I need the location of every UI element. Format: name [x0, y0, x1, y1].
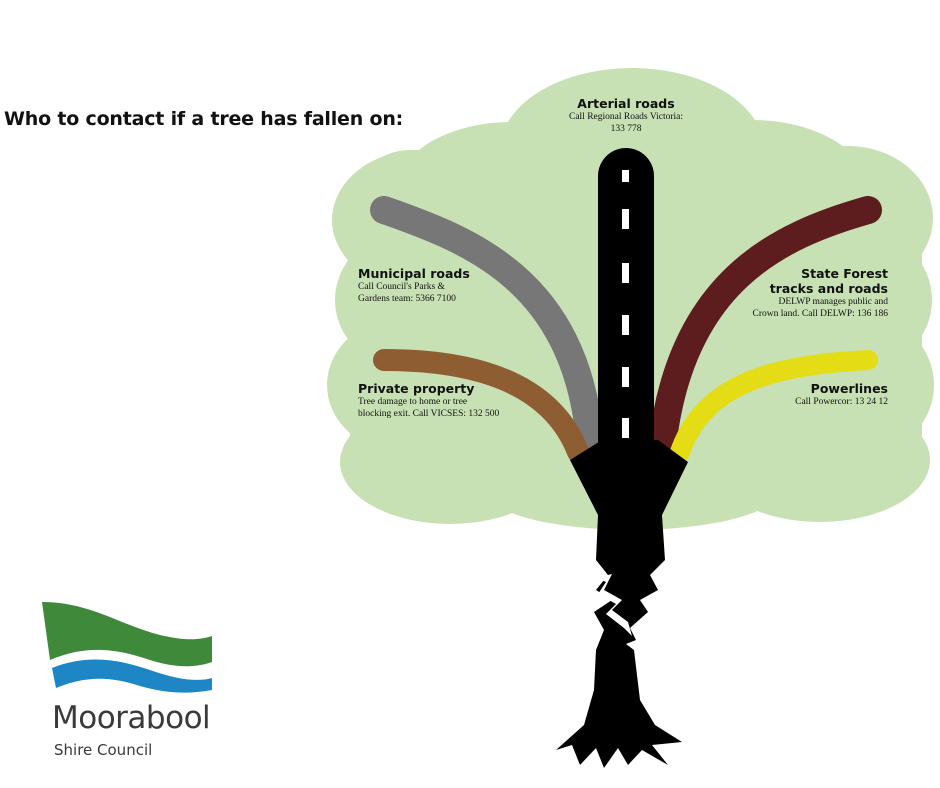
- moorabool-logo-mark: [42, 602, 212, 693]
- road-centre-line: [622, 170, 629, 438]
- state-forest-label: State Forest tracks and roads DELWP mana…: [688, 266, 888, 320]
- powerlines-label: Powerlines Call Powercor: 13 24 12: [728, 381, 888, 408]
- logo-subtitle: Shire Council: [54, 741, 153, 759]
- tree-trunk: [556, 440, 688, 768]
- diagram-heading: Who to contact if a tree has fallen on:: [4, 108, 404, 130]
- state-forest-title-1: State Forest: [801, 266, 888, 281]
- arterial-roads-detail-2: 133 778: [610, 124, 642, 134]
- powerlines-branch: [670, 350, 878, 462]
- private-property-label: Private property Tree damage to home or …: [358, 381, 558, 420]
- powerlines-detail-1: Call Powercor: 13 24 12: [795, 397, 888, 407]
- private-property-detail-1: Tree damage to home or tree: [358, 397, 468, 407]
- private-property-branch: [373, 349, 589, 463]
- arterial-roads-label: Arterial roads Call Regional Roads Victo…: [536, 96, 716, 135]
- powerlines-title: Powerlines: [810, 381, 888, 396]
- arterial-roads-title: Arterial roads: [577, 96, 675, 111]
- arterial-roads-detail-1: Call Regional Roads Victoria:: [568, 112, 684, 122]
- municipal-roads-detail-1: Call Council's Parks &: [358, 282, 445, 292]
- trunk-crack: [596, 574, 632, 636]
- logo-name: Moorabool: [52, 700, 211, 736]
- tree-canopy: [327, 68, 934, 530]
- municipal-roads-label: Municipal roads Call Council's Parks & G…: [358, 266, 528, 305]
- state-forest-detail-2: Crown land. Call DELWP: 136 186: [752, 309, 888, 319]
- private-property-title: Private property: [358, 381, 475, 396]
- municipal-roads-branch: [370, 196, 604, 454]
- state-forest-detail-1: DELWP manages public and: [778, 297, 888, 307]
- private-property-detail-2: blocking exit. Call VICSES: 132 500: [358, 409, 500, 419]
- arterial-roads-branch: [598, 148, 654, 468]
- state-forest-branch: [648, 196, 882, 462]
- state-forest-title-2: tracks and roads: [769, 281, 888, 296]
- municipal-roads-detail-2: Gardens team: 5366 7100: [358, 294, 456, 304]
- municipal-roads-title: Municipal roads: [358, 266, 470, 281]
